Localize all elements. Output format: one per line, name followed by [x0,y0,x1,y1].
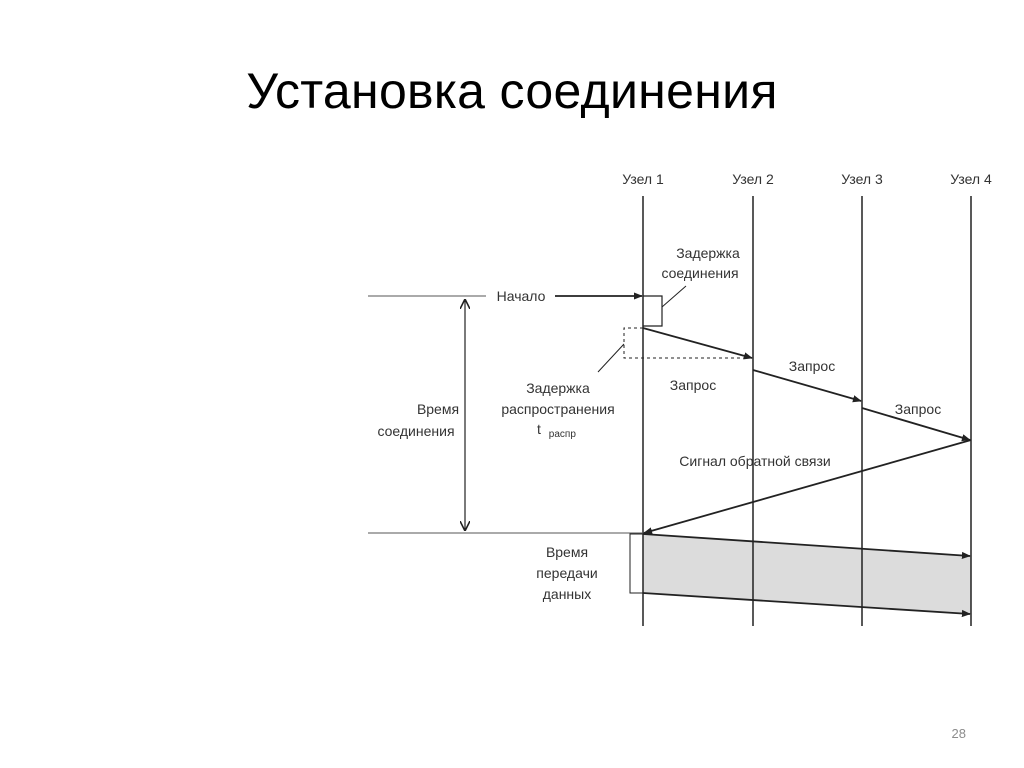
connection-time-label-2: соединения [377,423,454,439]
propagation-delay-pointer [597,343,625,373]
connection-delay-pointer [661,285,687,308]
propagation-delay-subscript: распр [549,429,577,440]
node-2-label: Узел 2 [732,171,774,187]
propagation-delay-symbol: t распр [537,421,576,440]
feedback-label: Сигнал обратной связи [679,453,830,469]
page-number: 28 [951,726,966,741]
node-1-label: Узел 1 [622,171,664,187]
transfer-time-label-2: передачи [536,565,597,581]
connection-delay-label-2: соединения [661,265,738,281]
transfer-time-label-1: Время [546,544,588,560]
propagation-delay-label-1: Задержка [526,380,590,396]
feedback-arrow [643,439,972,535]
node-4-label: Узел 4 [950,171,992,187]
request-label-2: Запрос [789,358,835,374]
propagation-delay-t: t [537,421,541,437]
request-label-1: Запрос [670,377,716,393]
propagation-delay-label-2: распространения [501,401,614,417]
transfer-time-bracket [629,533,643,594]
request-label-3: Запрос [895,401,941,417]
connection-time-label-1: Время [417,401,459,417]
connection-delay-bracket [643,295,663,327]
data-transfer-arrow-top [642,533,971,560]
data-transfer-area [643,534,971,614]
slide-title: Установка соединения [246,63,778,119]
node-3-label: Узел 3 [841,171,883,187]
request-arrow-3 [861,407,971,442]
start-label: Начало [497,288,546,304]
transfer-time-label-3: данных [543,586,591,602]
request-arrow-2 [752,369,862,403]
data-transfer-arrow-bottom [642,592,971,618]
connection-delay-label-1: Задержка [676,245,740,261]
request-arrow-1 [642,327,753,360]
